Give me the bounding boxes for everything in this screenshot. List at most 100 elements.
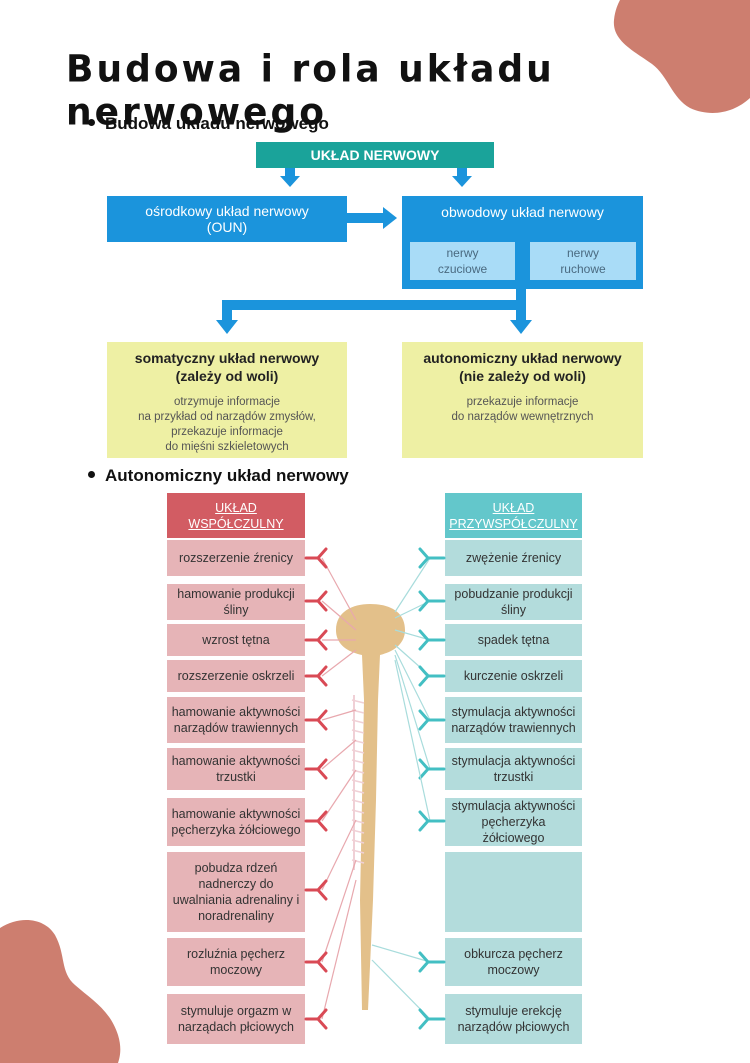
text-line: zwężenie źrenicy — [465, 551, 562, 565]
somatic-desc-line: otrzymuje informacje — [173, 396, 281, 408]
section-heading-autonomic: Autonomiczny układ nerwowy — [88, 466, 349, 486]
sensory-line2: czuciowe — [437, 262, 488, 276]
autonomic-subtitle: (nie zależy od woli) — [459, 368, 586, 384]
text-line: kurczenie oskrzeli — [463, 669, 564, 683]
sympathetic-effect-text: rozszerzenie oskrzeli — [178, 668, 295, 684]
sympathetic-nerve-ending-icon — [304, 709, 328, 731]
sympathetic-nerve-ending-icon — [304, 810, 328, 832]
autonomic-system-box: autonomiczny układ nerwowy (nie zależy o… — [402, 342, 643, 458]
sympathetic-nerve-ending-icon — [304, 547, 328, 569]
text-line: hamowanie produkcji — [177, 587, 295, 601]
text-line: hamowanie aktywności — [171, 754, 301, 768]
sympathetic-nerve-line — [321, 739, 357, 770]
somatic-desc-line: przekazuje informacje — [171, 426, 283, 438]
parasympathetic-nerve-line — [394, 659, 431, 822]
text-line: wzrost tętna — [202, 633, 270, 647]
parasympathetic-effect-text: zwężenie źrenicy — [466, 550, 561, 566]
sympathetic-nerve-line — [321, 649, 357, 677]
text-line: trzustki — [216, 770, 256, 784]
page-title: Budowa i rola układu nerwowego — [66, 47, 555, 135]
motor-line2: ruchowe — [560, 262, 606, 276]
text-line: narządów trawiennych — [173, 721, 299, 735]
bullet — [88, 471, 95, 479]
text-line: WSPÓŁCZULNY — [188, 516, 284, 531]
section-heading-text: Budowa układu nerwowego — [105, 114, 329, 133]
text-line: PRZYWSPÓŁCZULNY — [449, 516, 578, 531]
section-heading-structure: Budowa układu nerwowego — [88, 114, 329, 134]
text-line: pęcherzyka żółciowego — [481, 815, 546, 845]
parasympathetic-effect: zwężenie źrenicy — [445, 540, 582, 576]
sensory-line1: nerwy — [446, 246, 479, 260]
central-nervous-system-box: ośrodkowy układ nerwowy (OUN) — [107, 196, 347, 242]
parasympathetic-nerve-ending-icon — [418, 665, 446, 687]
parasympathetic-nerve-line — [394, 629, 431, 641]
somatic-system-box: somatyczny układ nerwowy (zależy od woli… — [107, 342, 347, 458]
text-line: stymuluje erekcję — [465, 1004, 562, 1018]
parasympathetic-nerve-line — [394, 654, 431, 770]
parasympathetic-nerve-ending-icon — [418, 1008, 446, 1030]
parasympathetic-nerve-ending-icon — [418, 547, 446, 569]
parasympathetic-nerve-ending-icon — [418, 590, 446, 612]
sympathetic-nerve-line — [321, 600, 357, 631]
parasympathetic-effect-text: kurczenie oskrzeli — [464, 668, 563, 684]
somatic-desc-line: do mięśni szkieletowych — [165, 441, 289, 453]
text-line: UKŁAD — [492, 500, 535, 515]
sympathetic-effect: wzrost tętna — [167, 624, 305, 656]
text-line: śliny — [500, 603, 526, 617]
text-line: moczowy — [487, 963, 540, 977]
text-line: rozszerzenie źrenicy — [179, 551, 293, 565]
sympathetic-effect-text: wzrost tętna — [202, 632, 269, 648]
parasympathetic-nerve-ending-icon — [418, 758, 446, 780]
section-heading-text: Autonomiczny układ nerwowy — [105, 466, 349, 485]
autonomic-desc: przekazuje informacje do narządów wewnęt… — [402, 395, 643, 425]
sympathetic-nerve-ending-icon — [304, 590, 328, 612]
parasympathetic-effect: stymulacja aktywności trzustki — [445, 748, 582, 790]
peripheral-label: obwodowy układ nerwowy — [441, 204, 604, 220]
sympathetic-nerve-ending-icon — [304, 665, 328, 687]
autonomic-desc-line: do narządów wewnętrznych — [451, 411, 594, 423]
sympathetic-effect-text: hamowanie aktywności trzustki — [172, 753, 301, 785]
text-line: spadek tętna — [477, 633, 550, 647]
parasympathetic-effect: kurczenie oskrzeli — [445, 660, 582, 692]
text-line: narządów trawiennych — [451, 721, 576, 735]
sympathetic-nerve-line — [321, 557, 357, 621]
sympathetic-nerve-line — [321, 769, 357, 822]
text-line: narządach płciowych — [177, 1020, 295, 1034]
sympathetic-effect: rozszerzenie źrenicy — [167, 540, 305, 576]
bullet — [88, 119, 95, 127]
somatic-subtitle: (zależy od woli) — [175, 368, 279, 384]
text-line: stymulacja aktywności — [451, 754, 576, 768]
central-line2: (OUN) — [206, 219, 248, 235]
somatic-title: somatyczny układ nerwowy — [134, 350, 320, 366]
parasympathetic-nerve-line — [394, 557, 431, 613]
parasympathetic-nerve-ending-icon — [418, 810, 446, 832]
text-line: UKŁAD — [215, 500, 257, 515]
text-line: pęcherzyka żółciowego — [171, 823, 301, 837]
text-line: trzustki — [493, 770, 534, 784]
sensory-nerves-box: nerwy czuciowe — [410, 242, 515, 280]
